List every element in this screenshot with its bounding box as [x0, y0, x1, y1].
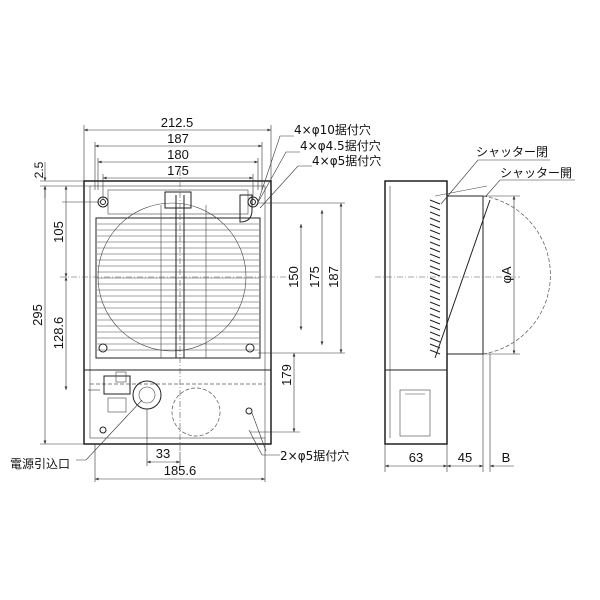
- side-slat: [429, 271, 441, 277]
- dim-187-right: 187: [326, 266, 341, 288]
- dim-187-top: 187: [167, 131, 189, 146]
- side-slat: [429, 283, 441, 289]
- label-shutter-1: シャッター閉: [476, 145, 548, 159]
- side-view: φA 63 45 B シャッター閉 シャッター開: [375, 145, 575, 472]
- side-slat: [429, 313, 441, 319]
- mount-hole-bottom-right: [245, 407, 253, 415]
- dim-212-5: 212.5: [161, 115, 194, 130]
- dim-175-top: 175: [167, 163, 189, 178]
- side-slat: [429, 265, 441, 271]
- side-slat: [429, 211, 441, 217]
- side-slat: [429, 217, 441, 223]
- side-slat: [429, 289, 441, 295]
- shutter-open-line: [434, 199, 491, 359]
- mount-hole-mid-left: [98, 343, 108, 353]
- side-slats: [429, 199, 441, 355]
- side-slat: [429, 223, 441, 229]
- dim-150: 150: [286, 266, 301, 288]
- label-hole-5: 4×φ5据付穴: [312, 153, 381, 168]
- side-slat: [429, 349, 441, 355]
- top-dimensions: 212.5 187 180 175: [83, 115, 272, 200]
- dim-phi-a: φA: [499, 266, 514, 283]
- dim-33: 33: [156, 446, 170, 461]
- dim-105: 105: [51, 221, 66, 243]
- side-slat: [429, 301, 441, 307]
- dim-128-6: 128.6: [51, 317, 66, 350]
- dim-63: 63: [409, 450, 423, 465]
- dim-45: 45: [458, 450, 472, 465]
- bottom-dimensions: 33 185.6: [94, 409, 266, 482]
- mount-hole-bottom-left: [99, 426, 107, 434]
- side-slat: [429, 199, 441, 205]
- dim-b: B: [502, 450, 511, 465]
- label-shutter-2: シャッター開: [500, 166, 572, 180]
- terminal-block: [103, 375, 131, 395]
- front-view: [60, 170, 290, 452]
- side-flange: [446, 195, 484, 355]
- side-slat: [429, 253, 441, 259]
- dim-295: 295: [30, 304, 45, 326]
- motor-mount: [164, 191, 192, 209]
- label-hole-4-5: 4×φ4.5据付穴: [300, 138, 381, 153]
- dim-185-6: 185.6: [164, 463, 197, 478]
- side-slat: [429, 241, 441, 247]
- right-dimensions: 150 175 187 179: [250, 202, 345, 433]
- side-terminal-box: [399, 389, 431, 437]
- side-slat: [429, 295, 441, 301]
- side-slat: [429, 331, 441, 337]
- front-outer-body: [83, 180, 272, 445]
- side-slat: [429, 235, 441, 241]
- label-hole-10: 4×φ10据付穴: [294, 122, 371, 137]
- side-outer-body: [384, 180, 448, 445]
- dim-175-right: 175: [307, 266, 322, 288]
- louver-panel: [95, 217, 261, 359]
- side-slat: [429, 307, 441, 313]
- hanging-hook: [239, 194, 253, 223]
- side-slat: [429, 325, 441, 331]
- side-slat: [429, 319, 441, 325]
- dim-180: 180: [167, 147, 189, 162]
- side-slat: [429, 277, 441, 283]
- dim-179: 179: [279, 364, 294, 386]
- side-slat: [429, 205, 441, 211]
- side-slat: [429, 247, 441, 253]
- label-power-inlet: 電源引込口: [10, 457, 70, 471]
- dim-2-5: 2.5: [32, 161, 46, 178]
- front-inner-frame: [89, 185, 266, 439]
- louver-lines: [97, 223, 259, 351]
- label-hole-bottom: 2×φ5据付穴: [280, 448, 349, 463]
- mount-hole-mid-right: [245, 343, 255, 353]
- side-slat: [429, 229, 441, 235]
- top-bracket: [107, 189, 249, 215]
- duct-arc: [482, 195, 551, 355]
- side-slat: [429, 337, 441, 343]
- duct-knockout: [171, 387, 221, 437]
- side-slat: [429, 259, 441, 265]
- front-leaders: 4×φ10据付穴 4×φ4.5据付穴 4×φ5据付穴 2×φ5据付穴 電源引込口: [10, 122, 381, 471]
- left-dimensions: 2.5 105 295 128.6: [30, 161, 100, 445]
